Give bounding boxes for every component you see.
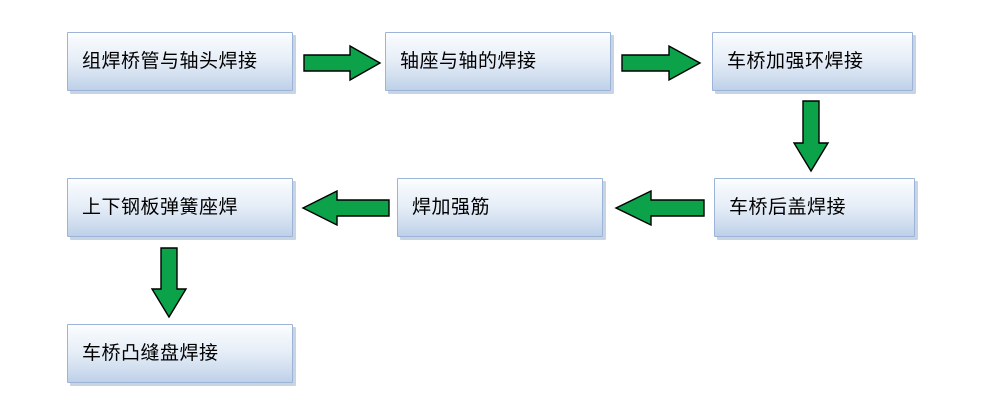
process-node-7[interactable]: 车桥凸缝盘焊接	[67, 324, 293, 383]
arrow-left-icon	[301, 189, 390, 227]
arrow-right-icon	[303, 44, 382, 82]
process-node-label: 车桥凸缝盘焊接	[82, 342, 219, 365]
process-node-6[interactable]: 上下钢板弹簧座焊	[67, 178, 293, 237]
process-node-4[interactable]: 车桥后盖焊接	[714, 178, 915, 237]
process-node-1[interactable]: 组焊桥管与轴头焊接	[67, 32, 293, 91]
arrow-down-icon	[150, 247, 188, 319]
process-node-5[interactable]: 焊加强筋	[397, 178, 603, 237]
process-node-2[interactable]: 轴座与轴的焊接	[385, 32, 611, 91]
process-node-label: 组焊桥管与轴头焊接	[82, 50, 258, 73]
process-node-label: 轴座与轴的焊接	[400, 50, 537, 73]
arrow-left-icon	[614, 189, 705, 227]
arrow-down-icon	[792, 100, 830, 173]
process-node-label: 车桥后盖焊接	[729, 196, 847, 219]
process-node-label: 车桥加强环焊接	[727, 50, 864, 73]
process-node-label: 焊加强筋	[412, 196, 491, 219]
process-node-label: 上下钢板弹簧座焊	[82, 196, 239, 219]
process-node-3[interactable]: 车桥加强环焊接	[712, 32, 913, 91]
arrow-right-icon	[621, 44, 702, 82]
